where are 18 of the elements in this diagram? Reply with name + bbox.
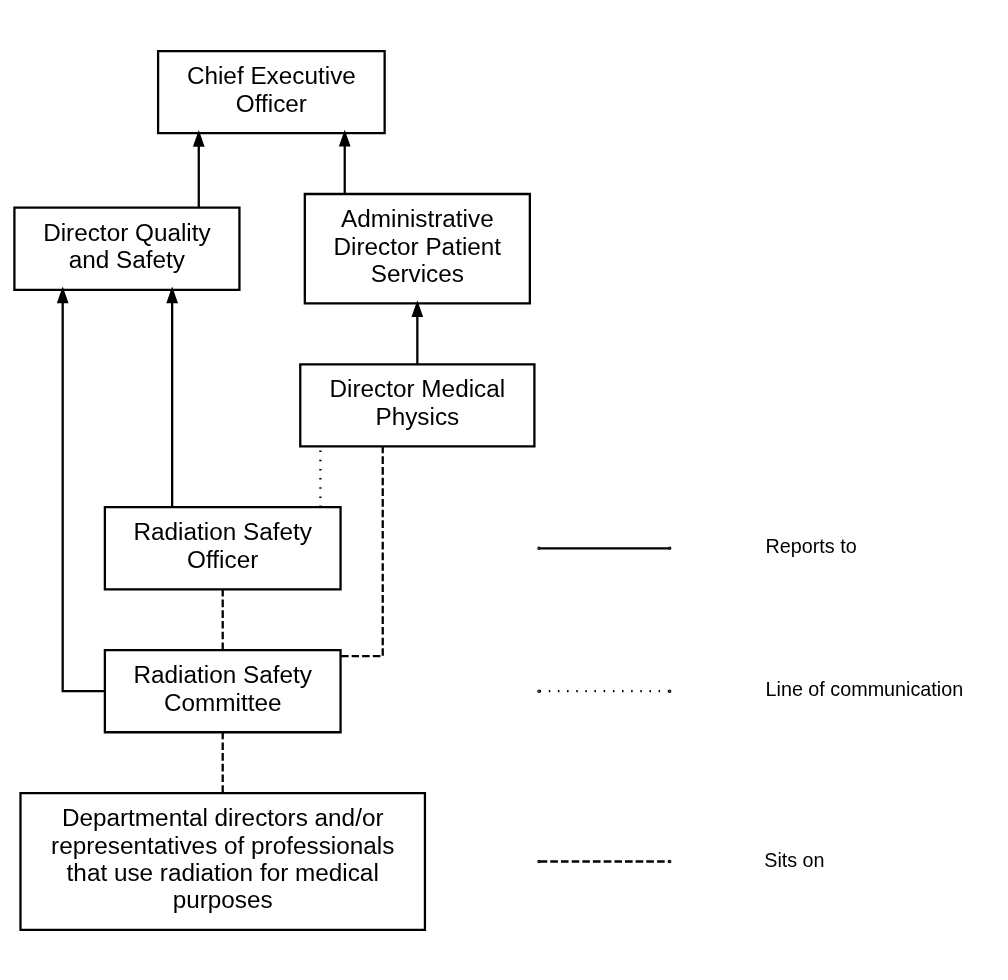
legend-label: Line of communication (765, 677, 964, 700)
node-box: Administrative Director Patient Services (303, 192, 531, 305)
node-box: Director Quality and Safety (13, 206, 241, 291)
node-box: Radiation Safety Committee (103, 648, 342, 733)
connector (221, 589, 224, 650)
arrow (192, 129, 205, 208)
connector (221, 731, 224, 793)
node-box: Departmental directors and/or representatives of professionals that use radiation for medical purposes (19, 791, 427, 931)
connector (340, 446, 384, 657)
node-box: Chief Executive Officer (156, 49, 386, 134)
node-box: Director Medical Physics (299, 362, 536, 448)
arrow (56, 286, 105, 692)
legend-label: Reports to (765, 534, 857, 557)
arrow (411, 299, 424, 364)
arrow (166, 286, 178, 507)
node-box: Radiation Safety Officer (103, 505, 342, 590)
legend-label: Sits on (764, 848, 825, 871)
arrow (338, 129, 351, 194)
